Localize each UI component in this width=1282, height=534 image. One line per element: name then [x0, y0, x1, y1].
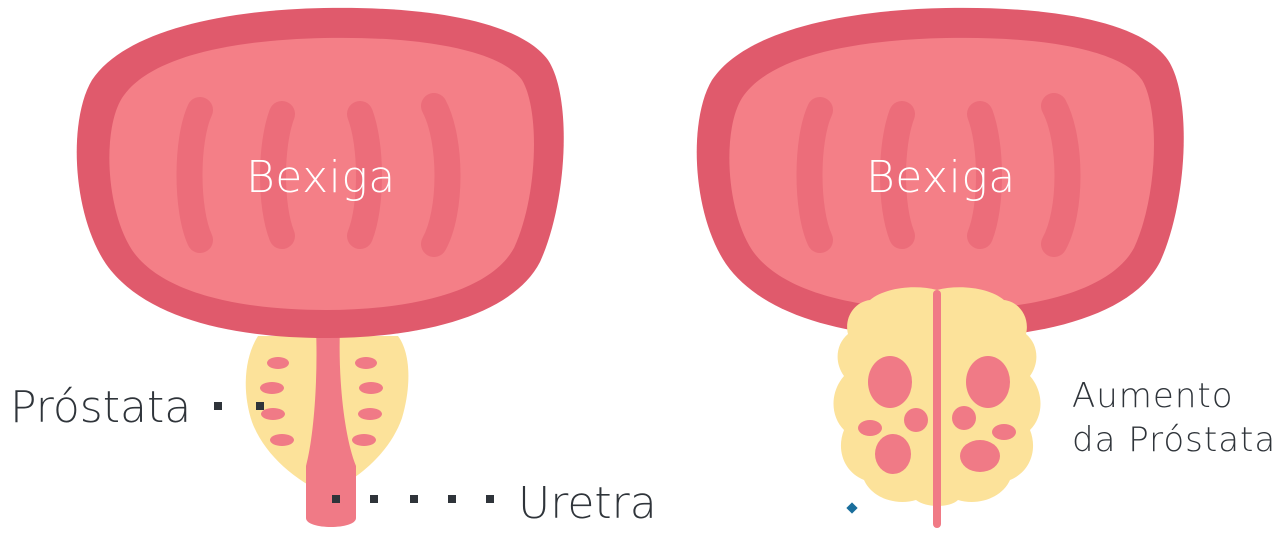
enlarged-prostate-label-line1: Aumento	[1072, 374, 1282, 418]
prostate-label: Próstata	[10, 386, 191, 430]
accent-diamond-marker	[846, 502, 857, 513]
bladder-label-enlarged: Bexiga	[866, 156, 1016, 200]
bladder-label-normal: Bexiga	[246, 156, 396, 200]
enlarged-urethra	[933, 290, 941, 528]
urethra-leader-line	[332, 495, 494, 503]
normal-anatomy	[77, 8, 564, 527]
prostate-leader-line	[214, 402, 264, 410]
enlarged-prostate-label: Aumento da Próstata	[1072, 374, 1282, 462]
urethra-label: Uretra	[518, 482, 657, 526]
enlarged-prostate-label-line2: da Próstata	[1072, 418, 1282, 462]
